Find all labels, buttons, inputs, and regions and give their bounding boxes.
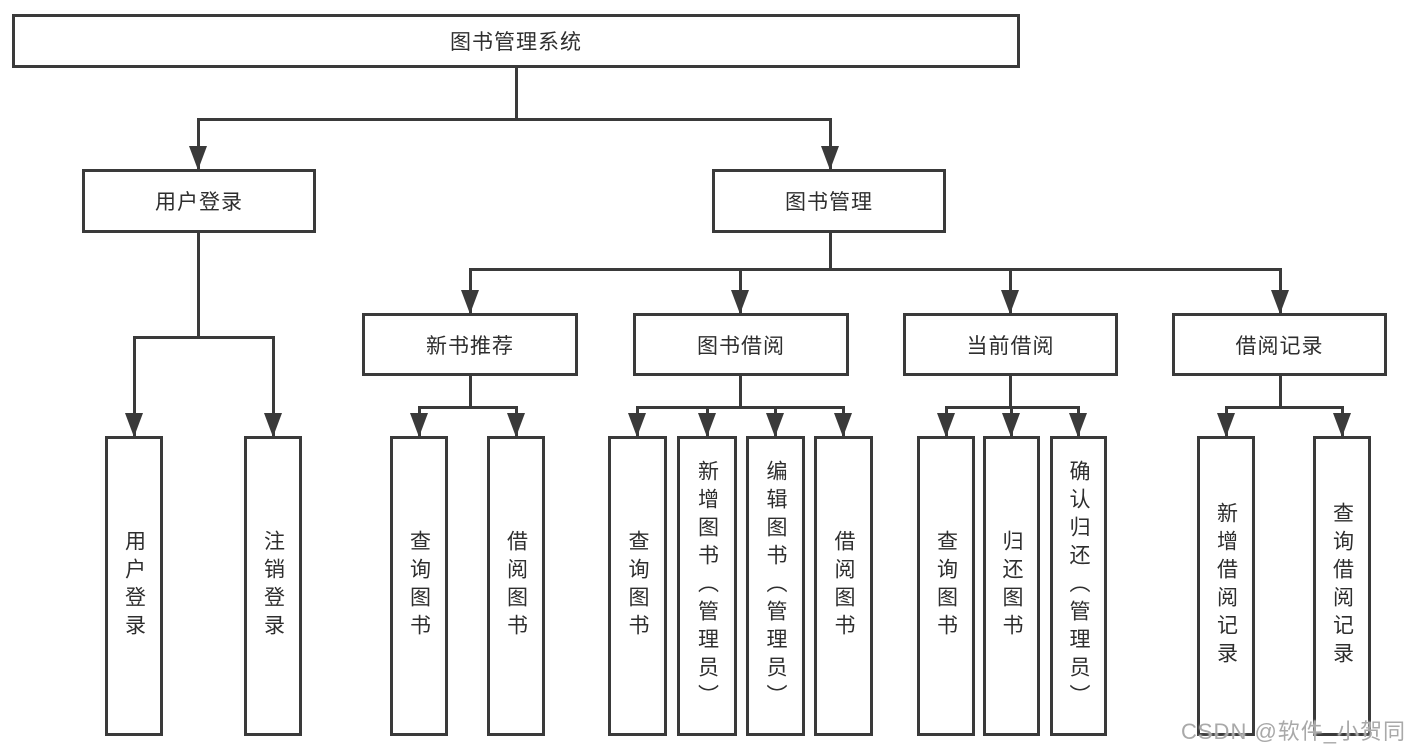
arrow-down-icon [189,146,207,170]
node-new-book-recommend-label: 新书推荐 [426,334,514,358]
leaf-current-confirm-return-admin-label: 确认归还（管理员） [1067,460,1090,712]
arrow-down-icon [264,413,282,437]
leaf-recommend-query-books-label: 查询图书 [407,530,431,642]
leaf-user-login-label: 用户登录 [122,530,146,642]
arrow-down-icon [507,413,525,437]
node-current-borrow-label: 当前借阅 [966,334,1055,358]
leaf-logout: 注销登录 [244,436,302,736]
edge-root-drop-left [197,118,200,170]
leaf-recommend-query-books: 查询图书 [390,436,448,736]
arrow-down-icon [766,413,784,437]
arrow-down-icon [821,146,839,170]
edge-login-cross [133,336,275,339]
arrow-down-icon [1271,290,1289,314]
leaf-borrow-add-books-admin-label: 新增图书（管理员） [695,460,719,712]
edge-newrec-stem [469,376,472,408]
leaf-borrow-edit-books-admin: 编辑图书（管理员） [746,436,805,736]
leaf-recommend-borrow-books: 借阅图书 [487,436,545,736]
node-book-borrow-label: 图书借阅 [697,334,785,358]
node-root-label: 图书管理系统 [450,31,582,54]
arrow-down-icon [834,413,852,437]
arrow-down-icon [731,290,749,314]
arrow-down-icon [1001,290,1019,314]
leaf-user-login: 用户登录 [105,436,163,736]
node-new-book-recommend: 新书推荐 [362,313,578,376]
leaf-current-return-books: 归还图书 [983,436,1040,736]
node-book-borrow: 图书借阅 [633,313,849,376]
leaf-current-query-books-label: 查询图书 [934,530,958,642]
arrow-down-icon [1069,413,1087,437]
node-current-borrow: 当前借阅 [903,313,1118,376]
leaf-record-query-borrow-record-label: 查询借阅记录 [1330,502,1354,670]
arrow-down-icon [125,413,143,437]
node-user-login-label: 用户登录 [155,191,243,214]
node-book-management-label: 图书管理 [785,191,873,214]
leaf-borrow-query-books-label: 查询图书 [626,530,649,642]
edge-borrow-stem [739,376,742,408]
node-borrow-record: 借阅记录 [1172,313,1387,376]
edge-root-cross [197,118,832,121]
leaf-current-query-books: 查询图书 [917,436,975,736]
csdn-watermark: CSDN @软件_小贺同学 [1181,719,1405,744]
node-root: 图书管理系统 [12,14,1020,68]
arrow-down-icon [1217,413,1235,437]
leaf-recommend-borrow-books-label: 借阅图书 [504,530,528,642]
leaf-record-add-borrow-record: 新增借阅记录 [1197,436,1255,736]
leaf-borrow-borrow-books: 借阅图书 [814,436,873,736]
edge-newrec-cross [418,406,518,409]
node-borrow-record-label: 借阅记录 [1235,334,1324,358]
edge-borrow-cross [636,406,845,409]
edge-login-drop-right [272,336,275,436]
leaf-borrow-add-books-admin: 新增图书（管理员） [677,436,737,736]
leaf-logout-label: 注销登录 [261,530,285,642]
arrow-down-icon [1333,413,1351,437]
arrow-down-icon [1002,413,1020,437]
leaf-record-add-borrow-record-label: 新增借阅记录 [1214,502,1238,670]
edge-record-cross [1225,406,1344,409]
leaf-borrow-borrow-books-label: 借阅图书 [832,530,855,642]
edge-login-drop-left [133,336,136,436]
edge-root-drop-right [829,118,832,170]
node-book-management: 图书管理 [712,169,946,233]
edge-root-stem [515,68,518,120]
edge-record-stem [1279,376,1282,408]
arrow-down-icon [461,290,479,314]
edge-mgmt-cross [469,268,1282,271]
leaf-current-confirm-return-admin: 确认归还（管理员） [1050,436,1107,736]
leaf-borrow-edit-books-admin-label: 编辑图书（管理员） [764,460,787,712]
arrow-down-icon [410,413,428,437]
arrow-down-icon [698,413,716,437]
arrow-down-icon [937,413,955,437]
node-user-login: 用户登录 [82,169,316,233]
edge-current-stem [1009,376,1012,408]
edge-mgmt-stem [829,233,832,270]
arrow-down-icon [628,413,646,437]
edge-login-stem [197,233,200,338]
leaf-current-return-books-label: 归还图书 [1000,530,1023,642]
leaf-record-query-borrow-record: 查询借阅记录 [1313,436,1371,736]
leaf-borrow-query-books: 查询图书 [608,436,667,736]
